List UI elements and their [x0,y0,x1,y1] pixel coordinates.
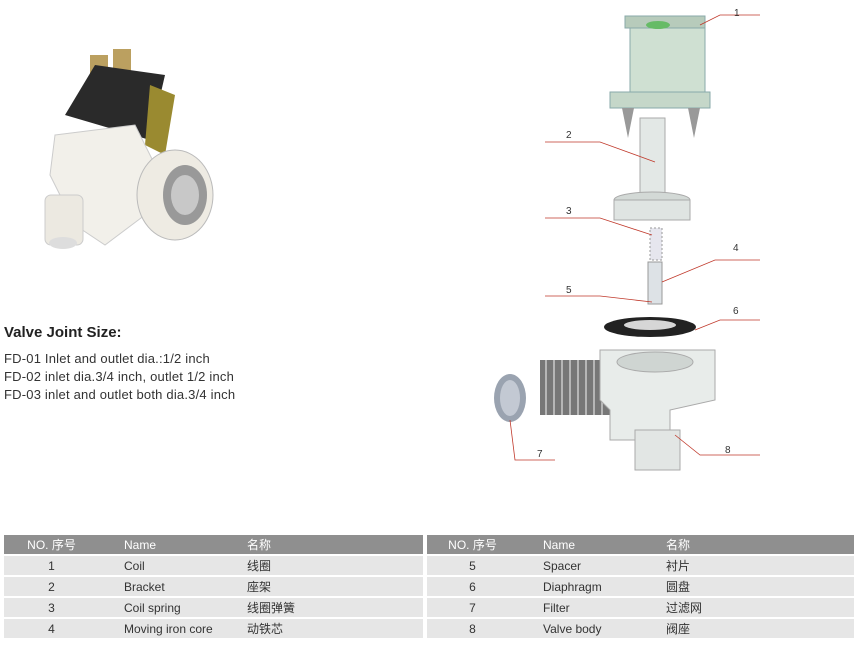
bracket-part [613,117,691,221]
cell-name: Bracket [99,577,241,596]
header-no-left: NO. 序号 [4,535,99,554]
iron-core-part [647,261,663,305]
coil-spring-part [649,227,663,261]
cell-name: Coil [99,556,241,575]
cell-name: Valve body [518,619,660,638]
cell-no: 3 [4,598,99,617]
callout-6: 6 [733,306,739,317]
cell-cn: 线圈 [241,556,423,575]
cell-no: 1 [4,556,99,575]
cell-cn: 过滤网 [660,598,854,617]
cell-name: Filter [518,598,660,617]
callout-2: 2 [566,130,572,141]
cell-no: 4 [4,619,99,638]
cell-name: Diaphragm [518,577,660,596]
cell-no: 5 [423,556,518,575]
table-row: 1 Coil 线圈 5 Spacer 衬片 [4,556,854,575]
header-name-right: Name [518,535,660,554]
table-row: 2 Bracket 座架 6 Diaphragm 圆盘 [4,577,854,596]
callout-4: 4 [733,243,739,254]
cell-no: 2 [4,577,99,596]
header-no-right: NO. 序号 [423,535,518,554]
cell-name: Coil spring [99,598,241,617]
cell-cn: 衬片 [660,556,854,575]
table-header-row: NO. 序号 Name 名称 NO. 序号 Name 名称 [4,535,854,554]
size-line-fd03: FD-03 inlet and outlet both dia.3/4 inch [4,387,236,402]
callout-7: 7 [537,449,543,460]
cell-no: 8 [423,619,518,638]
table-row: 3 Coil spring 线圈弹簧 7 Filter 过滤网 [4,598,854,617]
valve-body-part [540,349,716,471]
parts-table: NO. 序号 Name 名称 NO. 序号 Name 名称 1 Coil 线圈 … [4,533,854,640]
solenoid-valve-photo [44,49,214,249]
callout-8: 8 [725,445,731,456]
cell-no: 7 [423,598,518,617]
exploded-view-diagram [494,14,760,471]
callout-5: 5 [566,285,572,296]
cell-cn: 动铁芯 [241,619,423,638]
header-cn-right: 名称 [660,535,854,554]
table-row: 4 Moving iron core 动铁芯 8 Valve body 阀座 [4,619,854,638]
cell-cn: 线圈弹簧 [241,598,423,617]
callout-1: 1 [734,8,740,19]
coil-part [609,15,711,138]
cell-cn: 座架 [241,577,423,596]
size-line-fd02: FD-02 inlet dia.3/4 inch, outlet 1/2 inc… [4,369,235,384]
callout-3: 3 [566,206,572,217]
cell-name: Spacer [518,556,660,575]
cell-cn: 阀座 [660,619,854,638]
size-line-fd01: FD-01 Inlet and outlet dia.:1/2 inch [4,351,210,366]
header-name-left: Name [99,535,241,554]
valve-joint-size-heading: Valve Joint Size: [4,324,122,341]
callout-leaders [509,14,760,461]
diaphragm-part [604,317,696,337]
cell-name: Moving iron core [99,619,241,638]
cell-no: 6 [423,577,518,596]
filter-part [494,374,526,422]
cell-cn: 圆盘 [660,577,854,596]
header-cn-left: 名称 [241,535,423,554]
